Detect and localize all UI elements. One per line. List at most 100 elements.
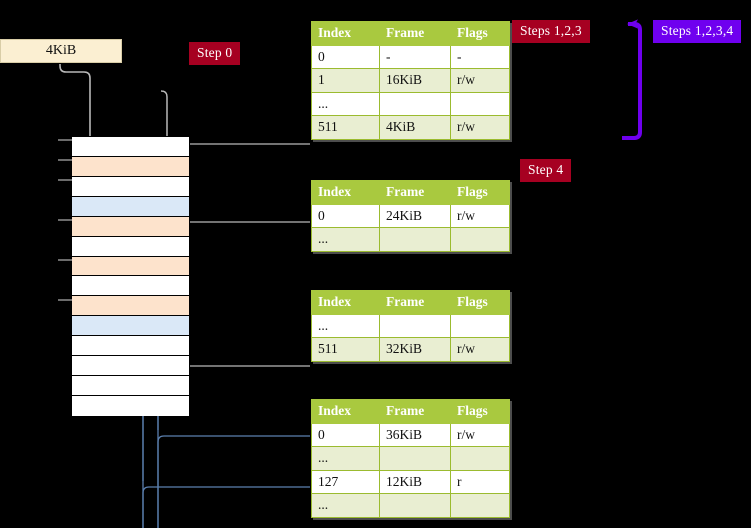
- table-cell-frame: 12KiB: [379, 469, 451, 495]
- memory-frame-row: [72, 336, 189, 357]
- table-cell-flags: r: [450, 469, 510, 495]
- column-header-frame: Frame: [379, 21, 451, 46]
- table-row: ...: [311, 446, 510, 471]
- memory-frame-row: [72, 356, 189, 377]
- table-row: ...: [311, 313, 510, 339]
- table-cell-index: 511: [311, 337, 380, 362]
- memory-frame-row: [72, 296, 189, 317]
- table-cell-frame: 32KiB: [379, 337, 451, 362]
- column-header-flags: Flags: [450, 290, 510, 315]
- table-cell-frame: [379, 446, 451, 471]
- memory-tick-mark: [58, 179, 72, 181]
- column-header-index: Index: [311, 180, 380, 205]
- table-cell-flags: r/w: [450, 337, 510, 362]
- step0-badge-text: Step 0: [197, 45, 233, 60]
- column-header-index: Index: [311, 21, 380, 46]
- table-cell-flags: [450, 313, 510, 339]
- table-cell-flags: [450, 446, 510, 471]
- table-cell-index: 0: [311, 422, 380, 448]
- column-header-index: Index: [311, 399, 380, 424]
- step4-badge-text: Step 4: [528, 162, 564, 177]
- column-header-flags: Flags: [450, 21, 510, 46]
- memory-frame-row: [72, 216, 189, 237]
- table-cell-frame: [379, 91, 451, 117]
- memory-tick-mark: [58, 219, 72, 221]
- table-cell-index: ...: [311, 313, 380, 339]
- memory-tick-mark: [58, 139, 72, 141]
- table-row: ...: [311, 493, 510, 518]
- table-cell-index: 0: [311, 44, 380, 70]
- table-cell-flags: r/w: [450, 203, 510, 229]
- memory-frame-row: [72, 276, 189, 297]
- step0-badge: Step 0: [189, 42, 241, 65]
- memory-tick-mark: [58, 299, 72, 301]
- table-cell-flags: [450, 493, 510, 518]
- steps123-badge-text: Steps 1,2,3: [520, 23, 582, 38]
- memory-frame-row: [72, 316, 189, 337]
- memory-tick-mark: [58, 159, 72, 161]
- table-cell-flags: r/w: [450, 115, 510, 140]
- memory-frame-row: [72, 196, 189, 217]
- column-header-frame: Frame: [379, 399, 451, 424]
- table-cell-flags: r/w: [450, 68, 510, 93]
- table-cell-flags: -: [450, 44, 510, 70]
- table-cell-index: 511: [311, 115, 380, 140]
- table-cell-frame: 36KiB: [379, 422, 451, 448]
- memory-frame-row: [72, 137, 189, 157]
- table-cell-frame: [379, 493, 451, 518]
- table-row: 0--: [311, 44, 510, 70]
- table-cell-flags: [450, 227, 510, 252]
- memory-frame-row: [72, 156, 189, 177]
- table-row: ...: [311, 227, 510, 252]
- table-cell-frame: 24KiB: [379, 203, 451, 229]
- connector-mem-to-l1-a: [157, 435, 310, 528]
- memory-tick-mark: [58, 259, 72, 261]
- memory-block-label-text: 4KiB: [45, 43, 77, 58]
- table-cell-index: ...: [311, 446, 380, 471]
- column-header-frame: Frame: [379, 180, 451, 205]
- connector-steps-purple: [622, 19, 642, 140]
- table-cell-frame: 4KiB: [379, 115, 451, 140]
- table-cell-frame: 16KiB: [379, 68, 451, 93]
- step4-badge: Step 4: [520, 159, 572, 182]
- column-header-frame: Frame: [379, 290, 451, 315]
- steps123-badge: Steps 1,2,3: [512, 20, 590, 43]
- column-header-flags: Flags: [450, 180, 510, 205]
- steps1234-badge-text: Steps 1,2,3,4: [661, 23, 734, 38]
- memory-frame-row: [72, 236, 189, 257]
- steps1234-badge: Steps 1,2,3,4: [653, 20, 742, 43]
- table-cell-index: ...: [311, 227, 380, 252]
- table-cell-index: ...: [311, 91, 380, 117]
- table-cell-index: 127: [311, 469, 380, 495]
- physical-memory-column: [71, 136, 190, 416]
- table-cell-frame: -: [379, 44, 451, 70]
- connector-l2-to-mem: [179, 314, 310, 367]
- table-row: ...: [311, 91, 510, 117]
- memory-frame-row: [72, 256, 189, 277]
- column-header-flags: Flags: [450, 399, 510, 424]
- table-cell-flags: [450, 91, 510, 117]
- table-cell-flags: r/w: [450, 422, 510, 448]
- table-cell-frame: [379, 227, 451, 252]
- connector-l3-to-mem: [179, 221, 310, 256]
- table-cell-index: 0: [311, 203, 380, 229]
- table-cell-index: 1: [311, 68, 380, 93]
- table-cell-index: ...: [311, 493, 380, 518]
- column-header-index: Index: [311, 290, 380, 315]
- memory-block-label: 4KiB: [0, 39, 122, 63]
- memory-frame-row: [72, 376, 189, 396]
- memory-frame-row: [72, 176, 189, 197]
